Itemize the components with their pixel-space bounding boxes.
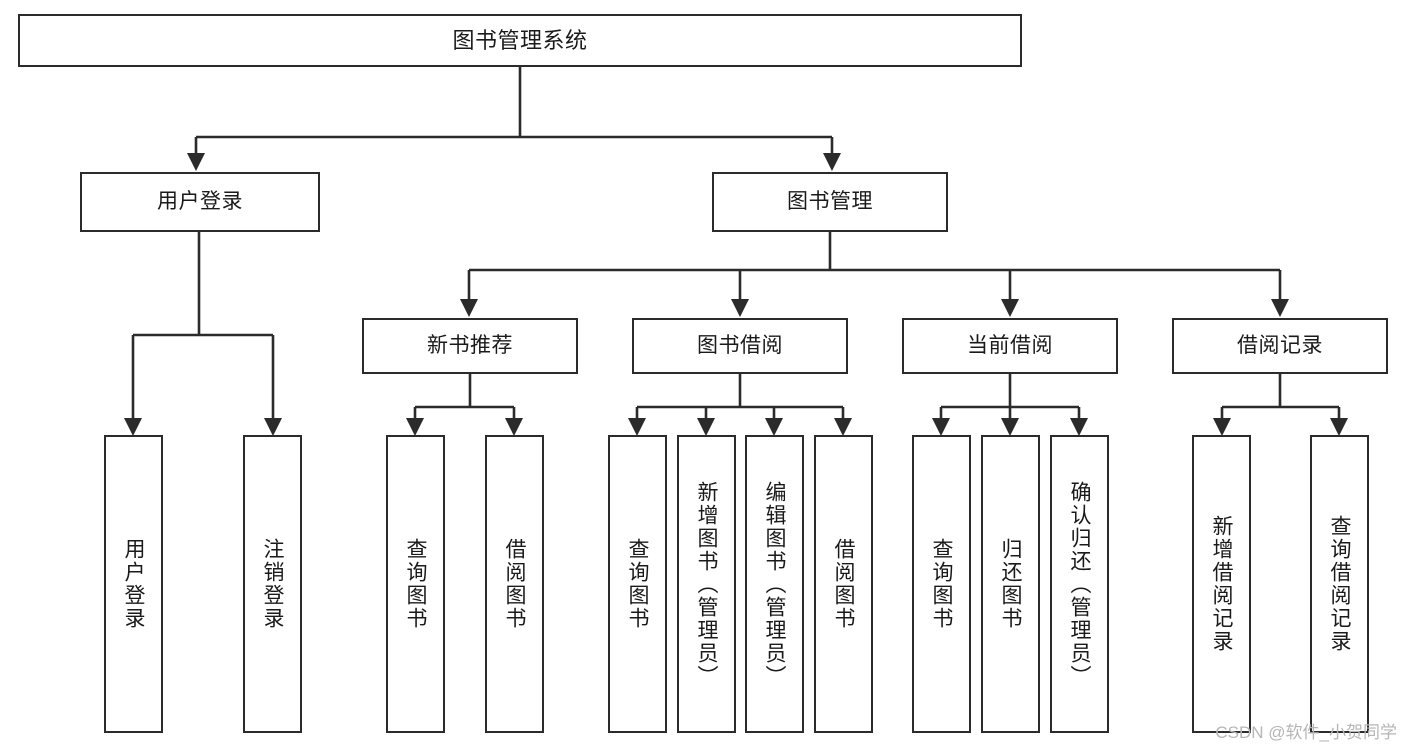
node-new-book-recommend-label: 新书推荐 [427, 333, 513, 357]
node-leaf-add-record-label: 新增借阅记录 [1210, 515, 1234, 653]
node-leaf-user-logout-label: 注销登录 [261, 538, 285, 630]
node-leaf-query-book-3-label: 查询图书 [930, 538, 954, 630]
node-leaf-query-book-1-label: 查询图书 [404, 538, 428, 630]
node-leaf-edit-book-label: 编辑图书（管理员） [763, 480, 787, 688]
node-leaf-add-record[interactable]: 新增借阅记录 [1192, 435, 1251, 733]
node-borrow-record-label: 借阅记录 [1237, 333, 1323, 357]
node-leaf-borrow-book-1-label: 借阅图书 [503, 538, 527, 630]
node-leaf-query-book-2-label: 查询图书 [626, 538, 650, 630]
node-book-manage[interactable]: 图书管理 [712, 172, 948, 232]
node-leaf-query-record-label: 查询借阅记录 [1328, 515, 1352, 653]
node-leaf-add-book[interactable]: 新增图书（管理员） [677, 435, 736, 733]
node-current-borrow[interactable]: 当前借阅 [902, 318, 1118, 374]
node-leaf-user-login[interactable]: 用户登录 [104, 435, 163, 733]
node-leaf-return-book[interactable]: 归还图书 [981, 435, 1040, 733]
node-leaf-borrow-book-2[interactable]: 借阅图书 [814, 435, 873, 733]
node-leaf-query-book-2[interactable]: 查询图书 [608, 435, 667, 733]
node-root-label: 图书管理系统 [452, 27, 588, 53]
node-leaf-query-book-3[interactable]: 查询图书 [912, 435, 971, 733]
node-book-manage-label: 图书管理 [787, 189, 873, 213]
node-leaf-confirm-return[interactable]: 确认归还（管理员） [1050, 435, 1109, 733]
node-leaf-return-book-label: 归还图书 [999, 538, 1023, 630]
node-leaf-query-book-1[interactable]: 查询图书 [386, 435, 445, 733]
node-book-borrow[interactable]: 图书借阅 [632, 318, 848, 374]
node-leaf-user-login-label: 用户登录 [122, 538, 146, 630]
node-leaf-borrow-book-1[interactable]: 借阅图书 [485, 435, 544, 733]
node-borrow-record[interactable]: 借阅记录 [1172, 318, 1388, 374]
node-leaf-borrow-book-2-label: 借阅图书 [832, 538, 856, 630]
node-current-borrow-label: 当前借阅 [967, 333, 1053, 357]
node-leaf-confirm-return-label: 确认归还（管理员） [1068, 480, 1092, 688]
node-book-borrow-label: 图书借阅 [697, 333, 783, 357]
node-new-book-recommend[interactable]: 新书推荐 [362, 318, 578, 374]
node-user-login-label: 用户登录 [157, 189, 243, 213]
node-leaf-add-book-label: 新增图书（管理员） [695, 480, 719, 688]
node-user-login[interactable]: 用户登录 [80, 172, 320, 232]
node-leaf-query-record[interactable]: 查询借阅记录 [1310, 435, 1369, 733]
node-leaf-user-logout[interactable]: 注销登录 [243, 435, 302, 733]
node-leaf-edit-book[interactable]: 编辑图书（管理员） [745, 435, 804, 733]
node-root[interactable]: 图书管理系统 [18, 14, 1022, 67]
